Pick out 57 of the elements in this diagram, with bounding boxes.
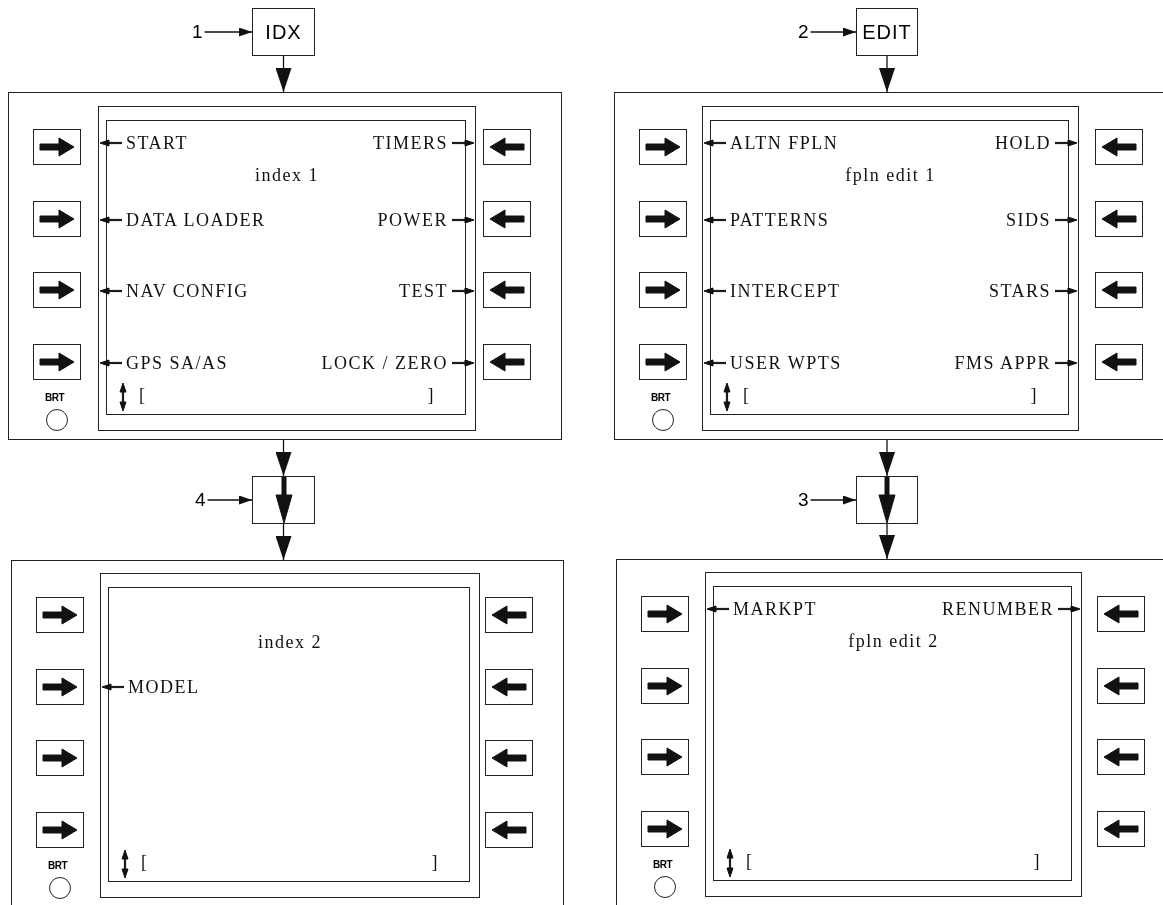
menu-option: DATA LOADER — [126, 209, 266, 231]
menu-option: FMS APPR — [954, 352, 1051, 374]
menu-option: LOCK / ZERO — [321, 352, 448, 374]
menu-option: STARS — [988, 280, 1051, 302]
page-title: fpln edit 1 — [845, 165, 936, 186]
control-panel — [8, 92, 562, 440]
scratchpad-bracket: [ — [743, 385, 751, 406]
arrow — [879, 523, 895, 560]
control-panel — [11, 560, 564, 905]
arrow — [275, 55, 292, 93]
callout-number: 4 — [195, 488, 206, 512]
brightness-label: BRT — [48, 860, 68, 871]
menu-option: TIMERS — [373, 132, 448, 154]
arrow — [203, 27, 253, 37]
callout-number: 1 — [192, 20, 203, 44]
menu-option: POWER — [377, 209, 448, 231]
menu-option: START — [126, 132, 188, 154]
arrow — [879, 55, 895, 93]
menu-option: RENUMBER — [942, 598, 1054, 620]
function-key: IDX — [252, 8, 315, 56]
menu-option: NAV CONFIG — [126, 280, 249, 302]
menu-option: USER WPTS — [730, 352, 842, 374]
function-key — [856, 476, 918, 524]
scratchpad-bracket: ] — [431, 852, 439, 873]
control-panel — [614, 92, 1163, 440]
menu-option: TEST — [399, 280, 448, 302]
menu-option: INTERCEPT — [730, 280, 841, 302]
arrow — [275, 439, 292, 477]
scratchpad-bracket: [ — [139, 385, 147, 406]
menu-option: PATTERNS — [730, 209, 830, 231]
arrow — [275, 523, 292, 561]
scratchpad-bracket: ] — [1030, 385, 1038, 406]
menu-option: GPS SA/AS — [126, 352, 229, 374]
control-panel — [616, 559, 1163, 905]
arrow — [809, 27, 857, 37]
page-title: index 1 — [255, 165, 319, 186]
callout-number: 3 — [798, 488, 809, 512]
page-title: index 2 — [258, 632, 322, 653]
scratchpad-bracket: [ — [141, 852, 149, 873]
menu-option: MARKPT — [733, 598, 817, 620]
brightness-label: BRT — [653, 859, 673, 870]
menu-option: MODEL — [128, 676, 200, 698]
scratchpad-bracket: ] — [1033, 851, 1041, 872]
scratchpad-bracket: ] — [427, 385, 435, 406]
callout-number: 2 — [798, 20, 809, 44]
page-title: fpln edit 2 — [848, 631, 939, 652]
menu-option: HOLD — [995, 132, 1051, 154]
function-key: EDIT — [856, 8, 918, 56]
brightness-label: BRT — [45, 392, 65, 403]
function-key — [252, 476, 315, 524]
brightness-label: BRT — [651, 392, 671, 403]
menu-option: ALTN FPLN — [730, 132, 839, 154]
scratchpad-bracket: [ — [746, 851, 754, 872]
arrow — [206, 495, 253, 505]
arrow — [879, 439, 895, 477]
arrow — [809, 495, 857, 505]
menu-option: SIDS — [1006, 209, 1051, 231]
